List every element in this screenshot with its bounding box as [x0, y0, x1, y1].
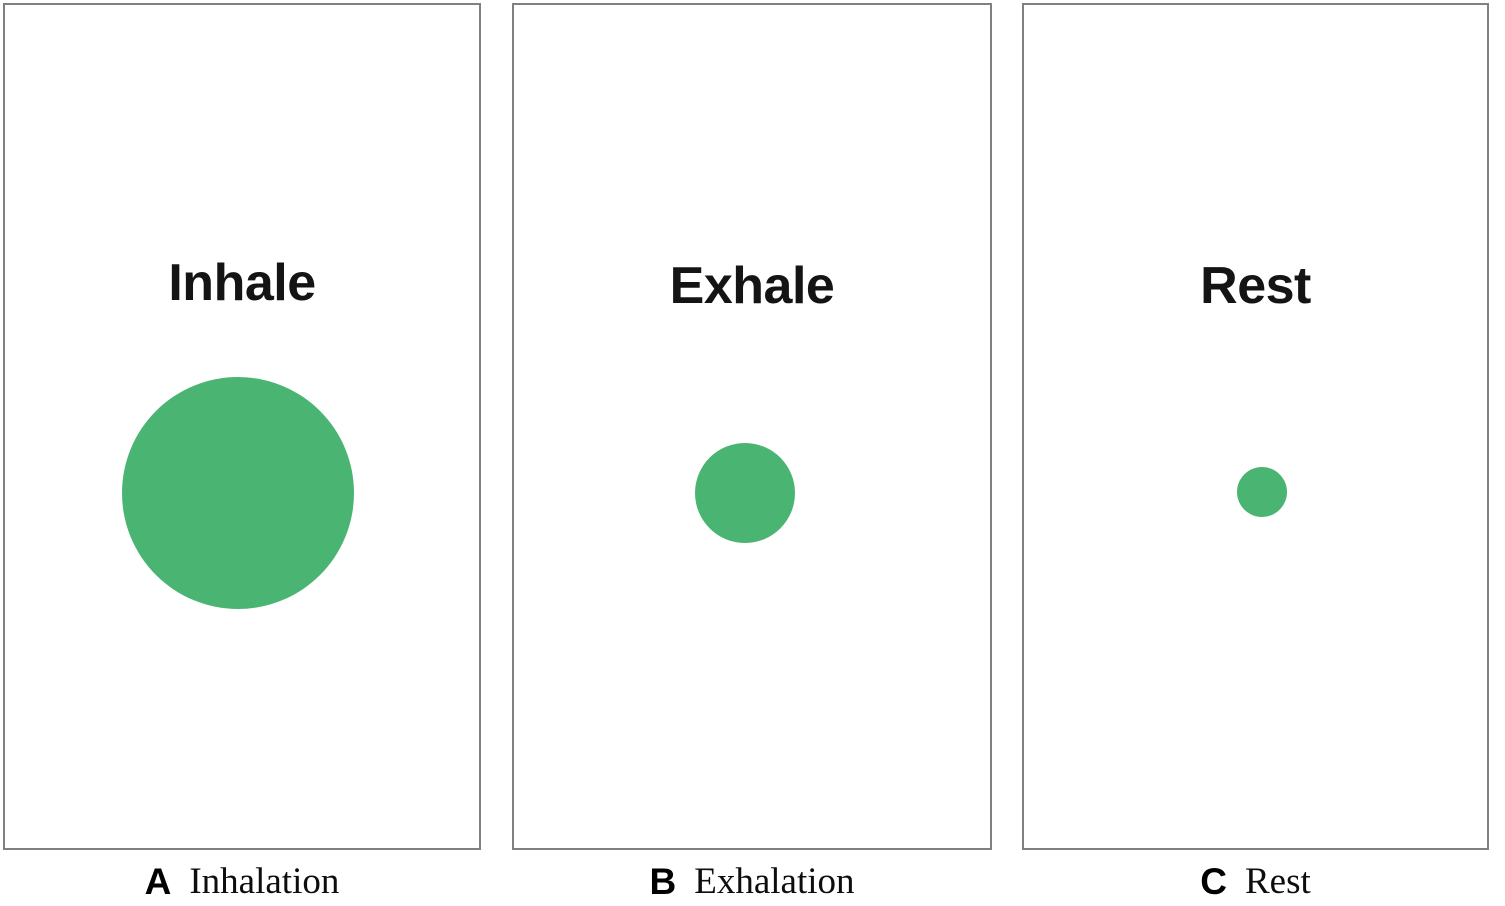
panel-letter-b: B [649, 860, 677, 902]
breathing-bubble-rest [1237, 467, 1287, 517]
phase-label-exhale: Exhale [669, 257, 835, 315]
panel-letter-a: A [144, 860, 172, 902]
bubble-container-a [5, 5, 479, 848]
panel-caption-text-a: Inhalation [189, 860, 340, 902]
breathing-bubble-inhale [122, 377, 354, 609]
phone-screen-inhalation: Inhale [3, 3, 481, 850]
panel-letter-c: C [1200, 860, 1227, 902]
phase-label-inhale: Inhale [168, 254, 316, 312]
panel-caption-a: A Inhalation [3, 856, 481, 906]
breathing-bubble-exhale [695, 443, 795, 543]
panel-caption-b: B Exhalation [512, 856, 992, 906]
panel-caption-c: C Rest [1022, 856, 1489, 906]
panel-caption-text-b: Exhalation [694, 860, 855, 902]
phone-screen-exhalation: Exhale [512, 3, 992, 850]
phase-label-rest: Rest [1200, 257, 1311, 315]
bubble-container-c [1024, 5, 1487, 848]
bubble-container-b [514, 5, 990, 848]
phone-screen-rest: Rest [1022, 3, 1489, 850]
panel-caption-text-c: Rest [1244, 860, 1311, 902]
